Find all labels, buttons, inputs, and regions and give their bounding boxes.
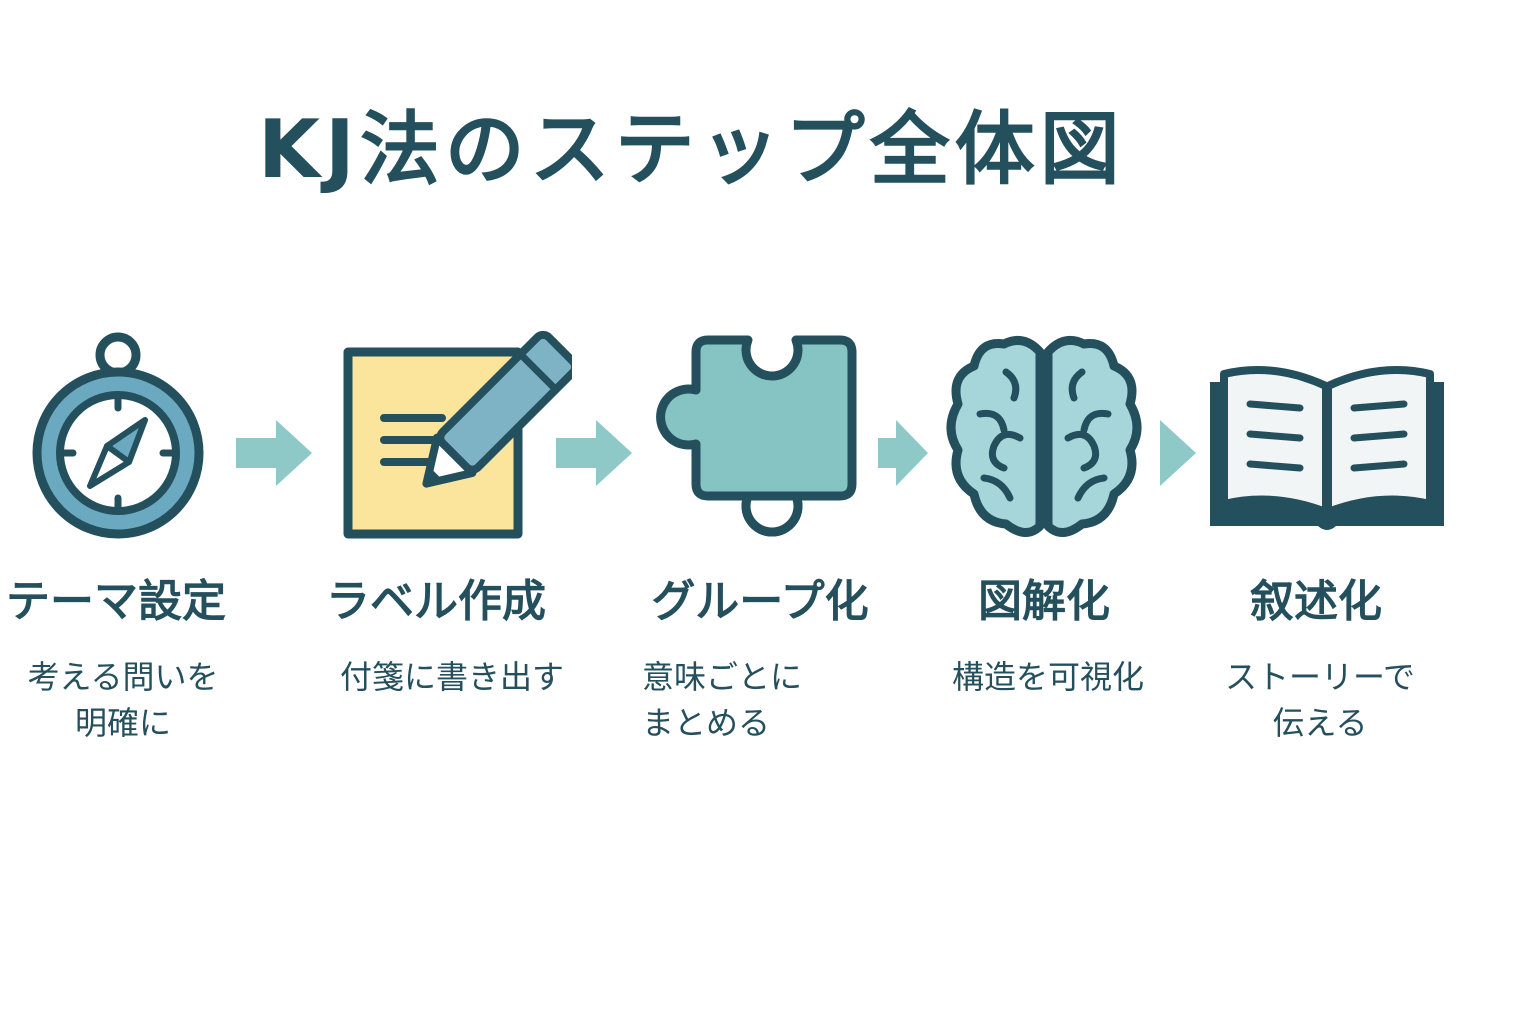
step-label-labeling: ラベル作成	[326, 576, 546, 627]
sticky-note-pencil-icon	[343, 330, 572, 539]
step-description-diagramming: 構造を可視化	[951, 658, 1144, 696]
step-label-grouping: グループ化	[651, 576, 869, 627]
open-book-icon	[1210, 366, 1444, 530]
puzzle-piece-icon	[656, 335, 857, 537]
step-label-theme: テーマ設定	[6, 576, 226, 627]
page-title: KJ法のステップ全体図	[258, 103, 1125, 196]
step-description-narrative: ストーリーで 伝える	[1224, 658, 1416, 743]
step-description-labeling: 付箋に書き出す	[339, 658, 564, 696]
step-label-narrative: 叙述化	[1250, 576, 1382, 627]
arrow-right-icon	[1160, 420, 1196, 486]
step-label-diagramming: 図解化	[978, 576, 1110, 627]
arrow-right-icon	[236, 420, 312, 486]
arrow-right-icon	[556, 420, 632, 486]
step-description-grouping: 意味ごとに まとめる	[642, 658, 803, 743]
compass-icon	[32, 332, 204, 539]
brain-icon	[946, 335, 1142, 537]
arrow-right-icon	[878, 420, 928, 486]
step-description-theme: 考える問いを 明確に	[27, 658, 219, 743]
